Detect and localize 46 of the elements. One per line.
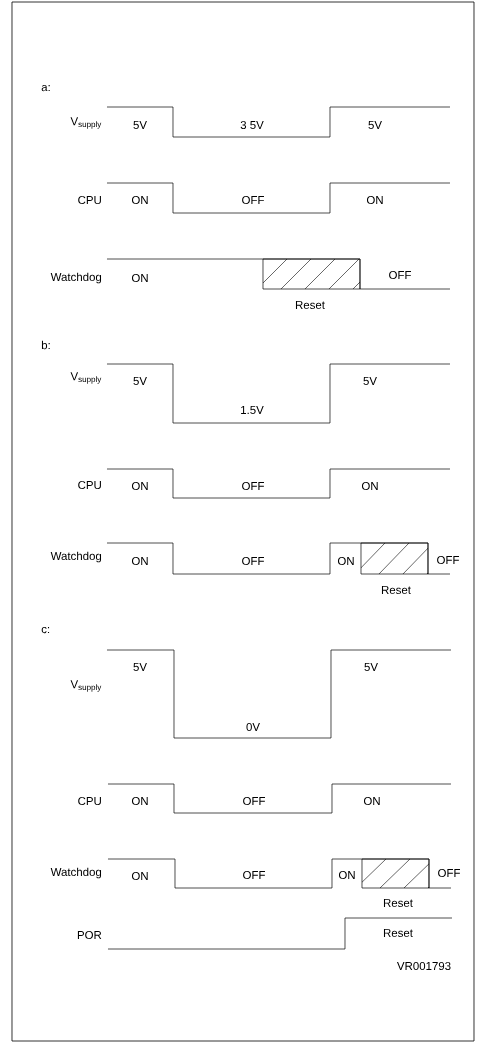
figure-number: VR001793 — [396, 961, 451, 971]
state-label: ON — [131, 481, 148, 491]
section-label: c: — [41, 626, 50, 634]
state-label: ON — [131, 273, 148, 283]
state-label: ON — [338, 870, 355, 880]
state-label: ON — [131, 556, 148, 566]
state-label: OFF — [242, 556, 264, 566]
state-label: ON — [366, 195, 383, 205]
signal-name: Watchdog — [50, 551, 102, 563]
state-label: ON — [131, 195, 148, 205]
signal-name: Watchdog — [50, 867, 102, 879]
signal-name: Watchdog — [50, 272, 102, 284]
state-label: 0V — [246, 722, 260, 732]
state-label: 5V — [368, 121, 382, 129]
state-label: OFF — [242, 195, 264, 205]
signal-name: CPU — [78, 796, 101, 806]
signal-name: CPU — [78, 480, 101, 490]
signal-name: CPU — [78, 195, 101, 205]
state-label: ON — [363, 796, 380, 806]
state-label: Reset — [381, 586, 411, 594]
state-label: 3 5V — [240, 120, 264, 130]
state-label: ON — [361, 481, 378, 491]
signal-name: V$_{supply}$ — [70, 117, 102, 129]
state-label: 5V — [133, 377, 147, 385]
state-label: OFF — [437, 555, 459, 565]
state-label: OFF — [242, 481, 264, 491]
state-label: ON — [131, 871, 148, 881]
state-label: ON — [337, 556, 354, 566]
state-label: 1.5V — [241, 406, 264, 414]
state-label: 5V — [133, 121, 147, 129]
signal-name: POR — [77, 930, 102, 940]
state-label: Reset — [383, 929, 413, 937]
state-label: OFF — [389, 270, 411, 280]
state-label: Reset — [295, 301, 325, 309]
state-label: 5V — [364, 663, 378, 671]
state-label: Reset — [383, 899, 413, 907]
state-label: 5V — [133, 663, 147, 671]
state-label: OFF — [243, 870, 265, 880]
state-label: OFF — [438, 868, 460, 878]
section-label: b: — [41, 340, 50, 350]
section-label: a: — [41, 84, 50, 92]
signal-name: V$_{supply}$ — [70, 680, 102, 692]
state-label: 5V — [363, 377, 377, 385]
state-label: ON — [131, 796, 148, 806]
signal-name: V$_{supply}$ — [70, 372, 102, 384]
state-label: OFF — [243, 796, 265, 806]
